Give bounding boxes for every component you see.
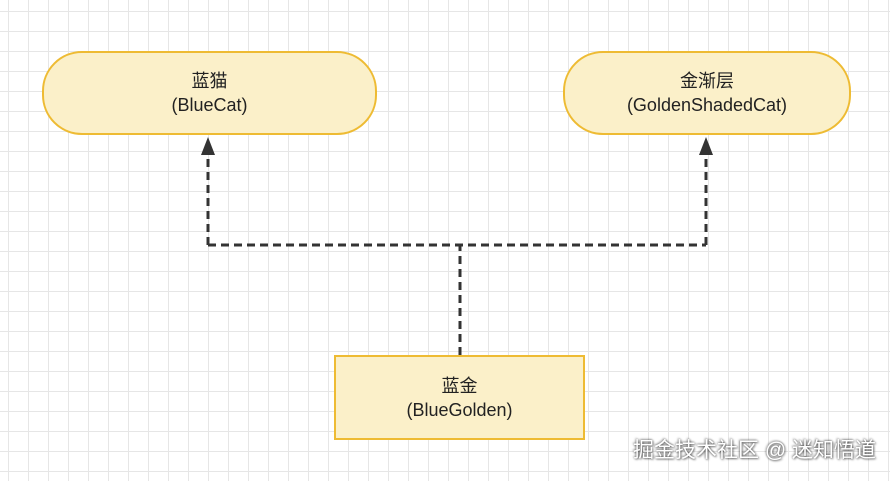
node-bluegolden-english: (BlueGolden) xyxy=(406,399,513,420)
node-bluecat-english: (BlueCat) xyxy=(171,95,248,115)
arrowhead-bluecat xyxy=(201,137,215,155)
node-golden-shaded-name: 金渐层 xyxy=(680,71,734,91)
arrowhead-golden-shaded xyxy=(699,137,713,155)
node-bluegolden-name: 蓝金 xyxy=(441,375,478,396)
node-golden-shaded-english: (GoldenShadedCat) xyxy=(626,95,788,115)
node-golden-shaded[interactable]: 金渐层 (GoldenShadedCat) xyxy=(563,51,851,135)
node-bluecat[interactable]: 蓝猫 (BlueCat) xyxy=(42,51,377,135)
watermark-text: 掘金技术社区 @ 迷知悟道 xyxy=(633,439,876,462)
node-bluegolden[interactable]: 蓝金 (BlueGolden) xyxy=(334,355,585,440)
node-bluecat-name: 蓝猫 xyxy=(191,71,228,91)
